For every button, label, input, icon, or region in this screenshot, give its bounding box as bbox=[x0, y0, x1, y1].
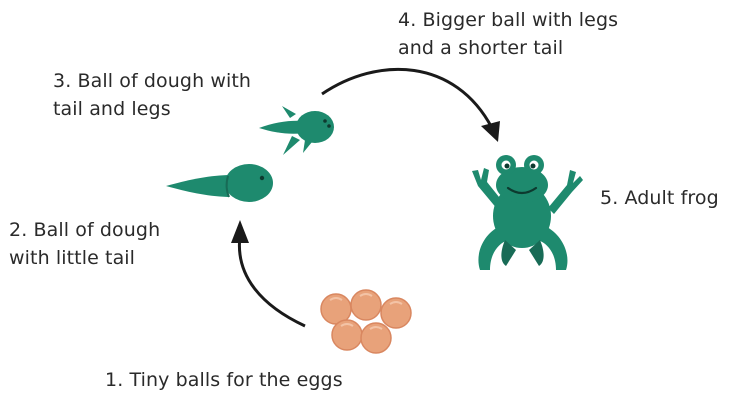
stage-3-label: 3. Ball of dough with tail and legs bbox=[53, 67, 251, 123]
stage-5-label: 5. Adult frog bbox=[600, 184, 719, 212]
arrowhead-down-icon bbox=[481, 121, 500, 142]
eggs-icon bbox=[321, 290, 411, 353]
stage-1-label: 1. Tiny balls for the eggs bbox=[105, 366, 343, 394]
arrow-tadpole-to-frog bbox=[322, 69, 492, 128]
stage-2-label: 2. Ball of dough with little tail bbox=[9, 216, 160, 272]
stage-4-label: 4. Bigger ball with legs and a shorter t… bbox=[398, 6, 618, 62]
tadpole-icon bbox=[166, 164, 273, 202]
arrowhead-up-icon bbox=[231, 220, 249, 243]
frog-icon bbox=[472, 155, 583, 270]
arrow-eggs-to-tadpole bbox=[239, 236, 305, 326]
tadpole-with-legs-icon bbox=[259, 106, 334, 155]
